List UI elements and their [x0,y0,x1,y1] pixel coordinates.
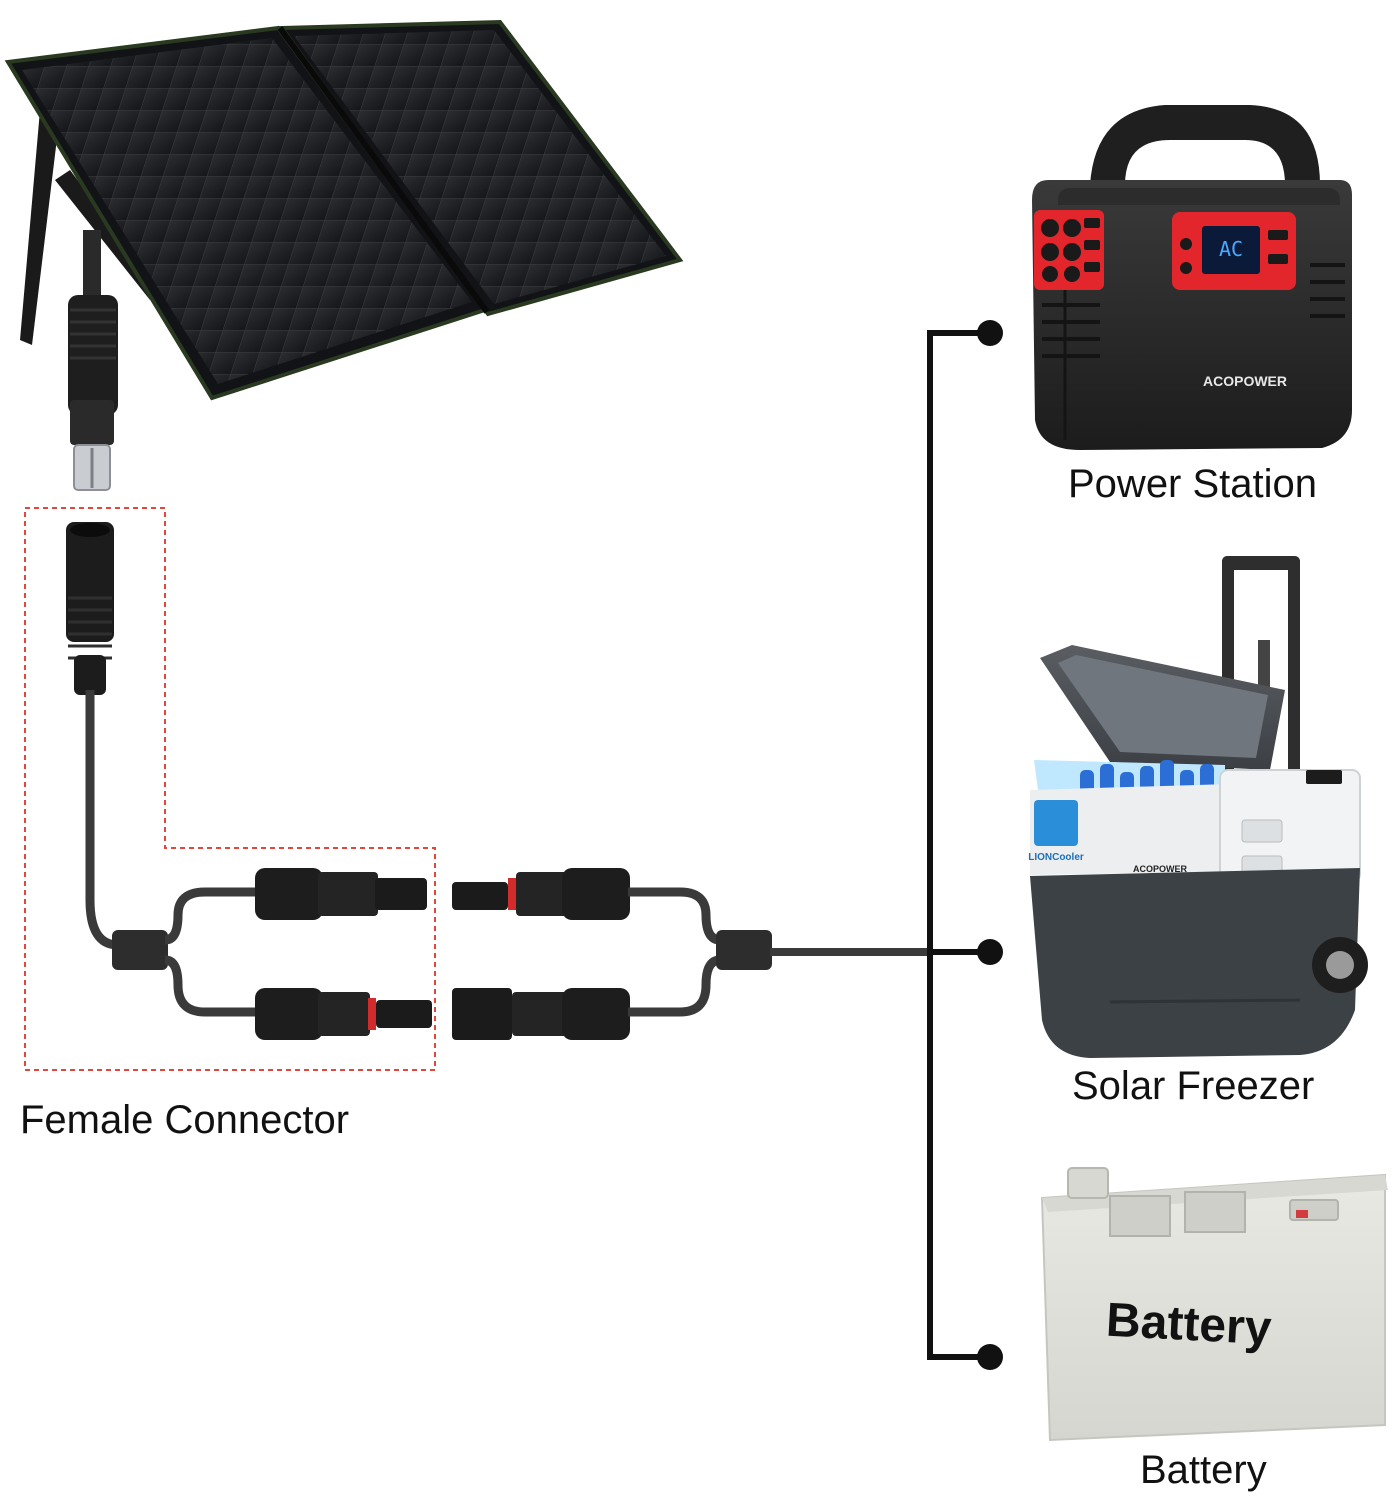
power-station-image: AC ACOPOWER [1032,105,1352,450]
freezer-brand-text: ACOPOWER [1133,864,1188,874]
connection-dot-solar-freezer [977,939,1003,965]
battery-image: Battery [1040,1167,1388,1442]
connection-dot-power-station [977,320,1003,346]
label-female-connector: Female Connector [20,1098,350,1142]
freezer-logo-text: LIONCooler [1028,852,1084,863]
label-battery: Battery [1140,1448,1267,1492]
solar-panel-image [4,19,684,491]
y-branch-cable-image [66,522,930,1040]
connection-dot-battery [977,1344,1003,1370]
solar-freezer-image: LIONCooler ACOPOWER [1028,556,1368,1058]
power-station-brand-text: ACOPOWER [1203,373,1287,389]
label-solar-freezer: Solar Freezer [1072,1064,1315,1108]
battery-face-text: Battery [1105,1294,1273,1356]
female-connector-highlight-box [24,507,436,1071]
label-power-station: Power Station [1068,462,1318,506]
power-station-display-text: AC [1219,237,1243,261]
connection-tree [927,320,1003,1370]
